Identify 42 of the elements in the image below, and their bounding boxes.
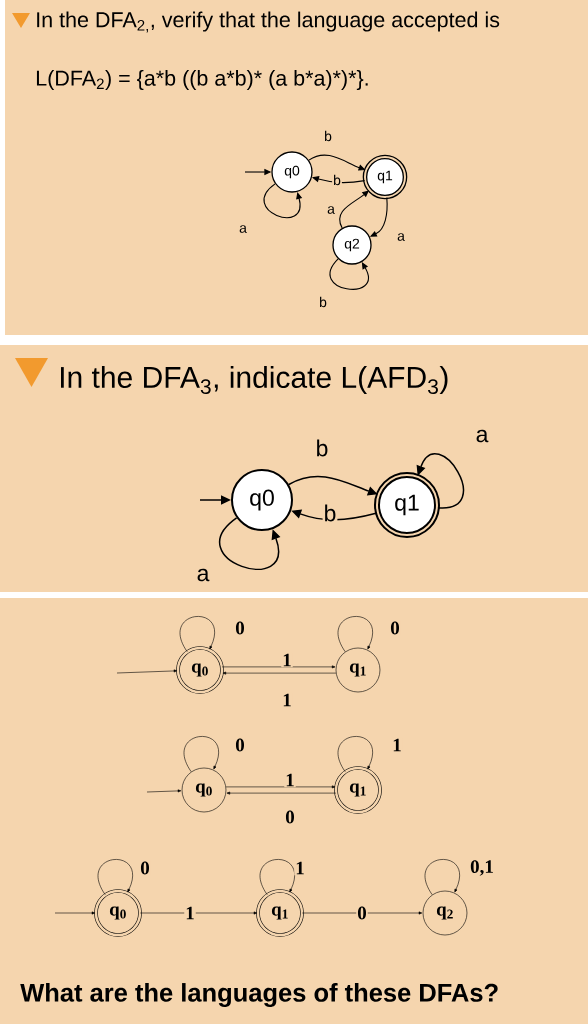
- self-loop-arrow: [329, 258, 369, 290]
- edge-label: b: [332, 173, 342, 187]
- edge-label: 1: [391, 737, 403, 753]
- self-loop-arrow: [259, 859, 295, 896]
- edge-label: 1: [281, 652, 293, 668]
- self-loop-arrow: [416, 453, 465, 509]
- self-loop-arrow: [337, 616, 373, 653]
- transition-arrow: [222, 671, 337, 675]
- edge-label: 0,1: [469, 859, 495, 877]
- edge-label: a: [238, 224, 248, 234]
- edge-label: b: [318, 295, 328, 309]
- edge-label: 1: [281, 692, 293, 708]
- edge-label: b: [323, 129, 333, 143]
- transition-arrow: [225, 785, 336, 789]
- edge-label: 1: [184, 905, 196, 921]
- edge-label: 0: [139, 860, 151, 876]
- heading-text: In the DFA$_{3}$, indicate L(AFD$_{3}$): [61, 366, 448, 394]
- question-text: What are the languages of these DFAs?: [20, 983, 498, 1007]
- edge-label: 0: [284, 809, 296, 825]
- edge-label: 0: [234, 620, 246, 636]
- self-loop-arrow: [97, 859, 133, 896]
- transition-arrow: [302, 911, 423, 915]
- edge-label: 1: [294, 860, 306, 876]
- transition-arrow: [140, 911, 258, 915]
- edge-label: 0: [356, 905, 368, 921]
- transition-arrow: [226, 791, 337, 795]
- edge-label: a: [396, 232, 406, 242]
- start-arrow: [146, 789, 182, 793]
- edge-label: a: [326, 205, 336, 215]
- transition-arrow: [312, 176, 366, 184]
- start-arrow: [116, 669, 178, 674]
- self-loop-arrow: [337, 736, 373, 773]
- start-arrow: [54, 911, 96, 915]
- edge-label: 0: [389, 620, 401, 636]
- heading-text: In the DFA$_{2,}$, verify that the language accepted is: [37, 11, 500, 33]
- edge-label: 1: [284, 772, 296, 788]
- transition-arrow: [221, 665, 336, 669]
- heading-text: L(DFA$_{2}$) = {a*b ((b a*b)* (a b*a)*)*}.: [36, 70, 368, 91]
- self-loop-arrow: [183, 736, 219, 773]
- edge-label: 0: [234, 737, 246, 753]
- self-loop-arrow: [179, 616, 215, 653]
- self-loop-arrow: [424, 859, 460, 896]
